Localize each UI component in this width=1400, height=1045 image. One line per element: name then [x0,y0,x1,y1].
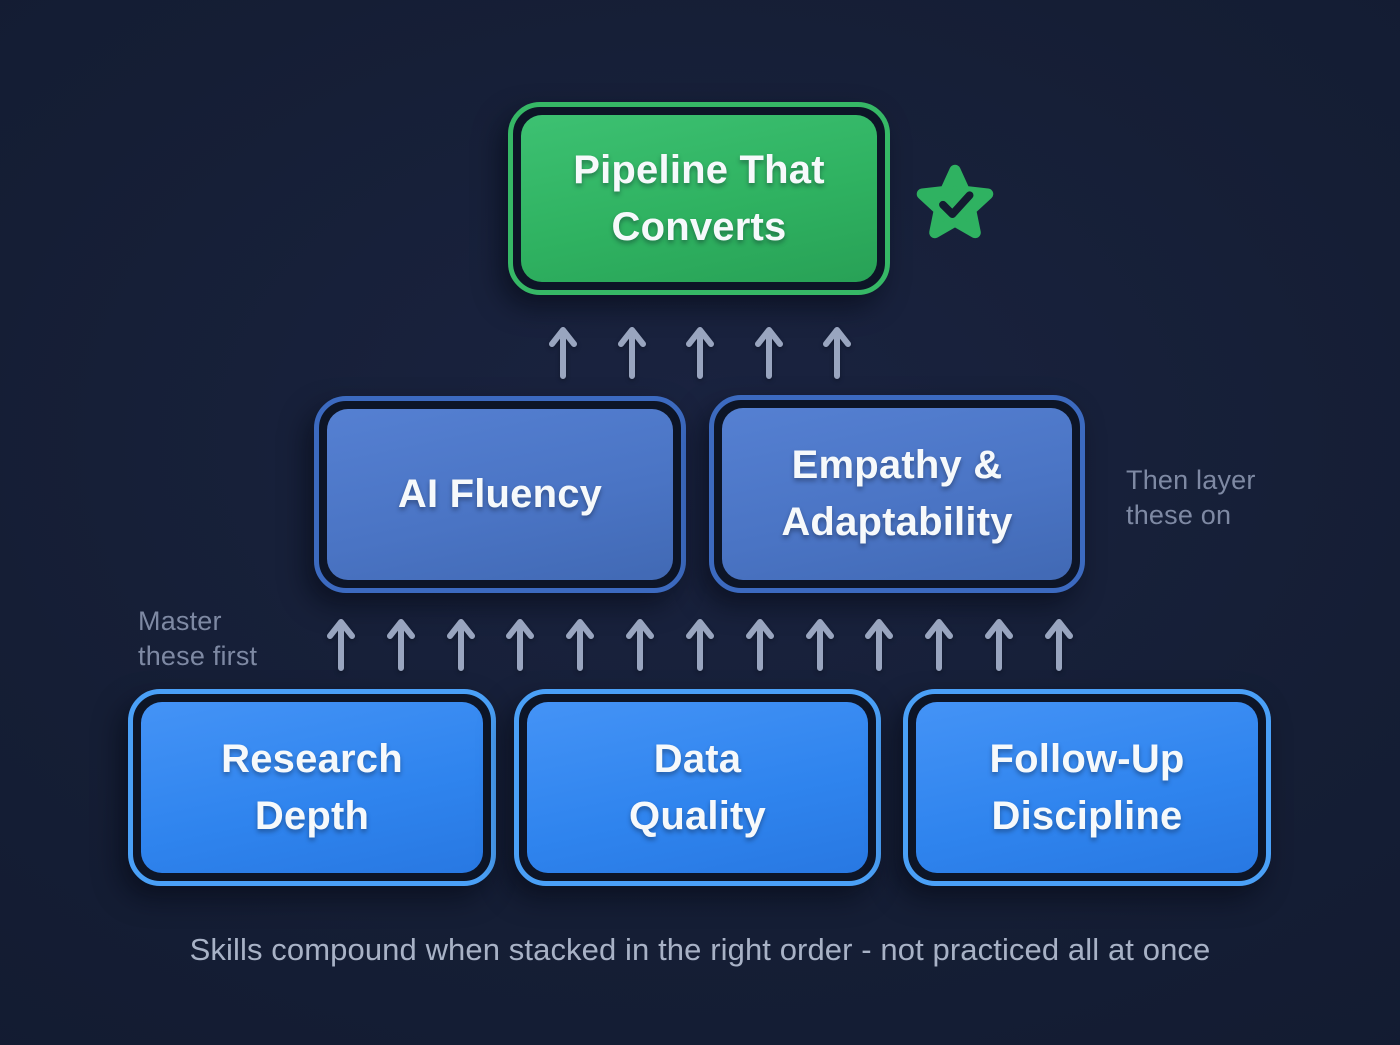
up-arrow-icon [446,611,476,673]
up-arrow-icon [1044,611,1074,673]
lower-arrow-row [326,611,1074,673]
up-arrow-icon [505,611,535,673]
follow-up-discipline-box-label: Follow-Up Discipline [989,736,1185,838]
up-arrow-icon [754,318,784,382]
pipeline-box-label: Pipeline That Converts [573,147,825,249]
research-depth-box: Research Depth [128,689,496,886]
up-arrow-icon [386,611,416,673]
master-first-label: Master these first [138,606,258,671]
caption: Skills compound when stacked in the righ… [189,932,1211,967]
up-arrow-icon [685,611,715,673]
up-arrow-icon [864,611,894,673]
up-arrow-icon [565,611,595,673]
up-arrow-icon [924,611,954,673]
ai-fluency-box: AI Fluency [314,396,686,593]
empathy-adaptability-box: Empathy & Adaptability [709,395,1085,593]
up-arrow-icon [548,318,578,382]
up-arrow-icon [625,611,655,673]
layer-on-label: Then layer these on [1126,465,1256,530]
star-check-icon [912,160,998,246]
upper-arrow-row [548,318,852,382]
data-quality-box: Data Quality [514,689,881,886]
up-arrow-icon [617,318,647,382]
ai-fluency-box-label: AI Fluency [397,472,603,517]
up-arrow-icon [805,611,835,673]
up-arrow-icon [822,318,852,382]
up-arrow-icon [984,611,1014,673]
up-arrow-icon [745,611,775,673]
follow-up-discipline-box: Follow-Up Discipline [903,689,1271,886]
up-arrow-icon [685,318,715,382]
pipeline-that-converts-box: Pipeline That Converts [508,102,890,295]
research-depth-box-label: Research Depth [221,736,403,838]
data-quality-box-label: Data Quality [629,736,766,838]
up-arrow-icon [326,611,356,673]
empathy-adaptability-box-label: Empathy & Adaptability [781,443,1013,544]
